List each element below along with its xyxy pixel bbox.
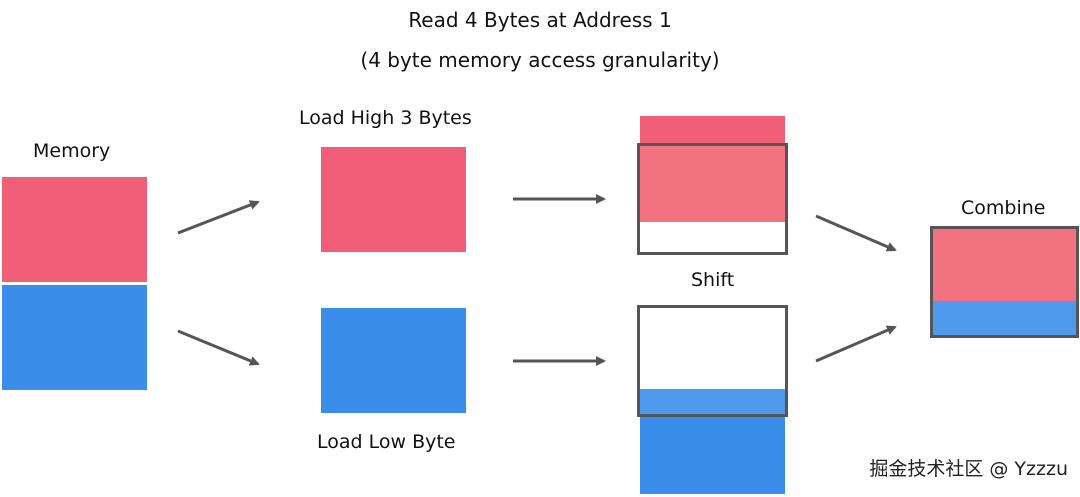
memory-high-block bbox=[2, 177, 147, 282]
shift-label: Shift bbox=[691, 269, 735, 291]
combine-label: Combine bbox=[961, 197, 1046, 219]
memory-label: Memory bbox=[33, 140, 111, 162]
arrow-shift-low-to-combine bbox=[815, 325, 897, 363]
load-high-block bbox=[321, 147, 466, 252]
diagram-subtitle: (4 byte memory access granularity) bbox=[360, 48, 720, 72]
combine-frame bbox=[930, 226, 1079, 338]
arrow-memory-to-low bbox=[177, 329, 260, 366]
shift-high-frame bbox=[637, 143, 788, 255]
shift-high-overflow bbox=[640, 116, 785, 146]
arrow-shift-high-to-combine bbox=[815, 214, 897, 252]
load-low-block bbox=[321, 308, 466, 413]
memory-low-block bbox=[2, 285, 147, 390]
arrow-memory-to-high bbox=[177, 200, 260, 235]
shift-high-fill bbox=[640, 146, 785, 222]
shift-low-overflow bbox=[640, 414, 785, 494]
load-low-label: Load Low Byte bbox=[317, 431, 456, 453]
combine-low-fill bbox=[933, 301, 1076, 335]
shift-low-fill bbox=[640, 389, 785, 414]
load-high-label: Load High 3 Bytes bbox=[299, 107, 472, 129]
combine-high-fill bbox=[933, 229, 1076, 301]
shift-low-frame bbox=[637, 305, 788, 417]
diagram-title: Read 4 Bytes at Address 1 bbox=[408, 8, 672, 32]
watermark-text: 掘金技术社区 @ Yzzzu bbox=[869, 458, 1068, 480]
